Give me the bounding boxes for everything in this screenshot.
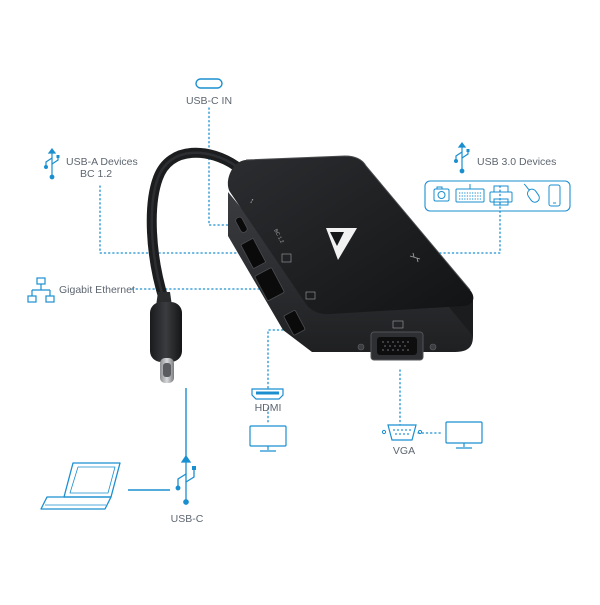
vga-monitor-icon	[445, 421, 483, 449]
usb3-usb-icon	[454, 142, 470, 174]
usb3-line	[424, 185, 501, 254]
usb-c-usb-icon	[175, 454, 196, 505]
usb-c-port-icon	[195, 78, 223, 89]
device-usb-c-port	[235, 216, 248, 233]
usb-c-solid-lines	[128, 388, 187, 491]
keyboard-icon	[455, 184, 485, 203]
device-hdmi-port	[283, 310, 306, 336]
usb-c-in-line	[208, 107, 241, 226]
svg-text:⊶: ⊶	[248, 198, 256, 205]
usb-c-in-label: USB-C IN	[185, 95, 233, 107]
adapter-body: ⊶ BC 1.2	[227, 155, 474, 361]
hdmi-port-icon	[251, 388, 284, 400]
device-usb-a-port	[240, 238, 266, 269]
phone-icon	[548, 184, 561, 207]
usb-a-label: USB-A Devices	[66, 156, 138, 168]
usb-c-label: USB-C	[170, 513, 204, 525]
printer-icon	[489, 185, 513, 206]
usb-c-plug	[150, 302, 182, 362]
camera-icon	[433, 186, 450, 202]
usb-a-sublabel: BC 1.2	[80, 168, 113, 180]
vga-label: VGA	[392, 445, 416, 457]
gigabit-ethernet-label: Gigabit Ethernet	[59, 284, 135, 296]
laptop-icon	[40, 462, 121, 510]
usb-a-usb-icon	[43, 148, 60, 180]
v7-logo	[326, 228, 357, 260]
hdmi-monitor-icon	[249, 425, 287, 452]
network-icon	[27, 277, 55, 303]
usb3-label: USB 3.0 Devices	[477, 156, 557, 168]
usb-a-line	[99, 185, 251, 254]
device-vga-port	[357, 320, 437, 361]
top-usb-mark-icon	[409, 252, 421, 263]
usb-c-cable	[146, 147, 241, 383]
hdmi-label: HDMI	[254, 402, 282, 414]
mouse-icon	[523, 183, 540, 203]
device-ethernet-port	[254, 267, 285, 301]
vga-port-icon	[381, 424, 423, 441]
usb3-devices-box	[424, 180, 571, 212]
